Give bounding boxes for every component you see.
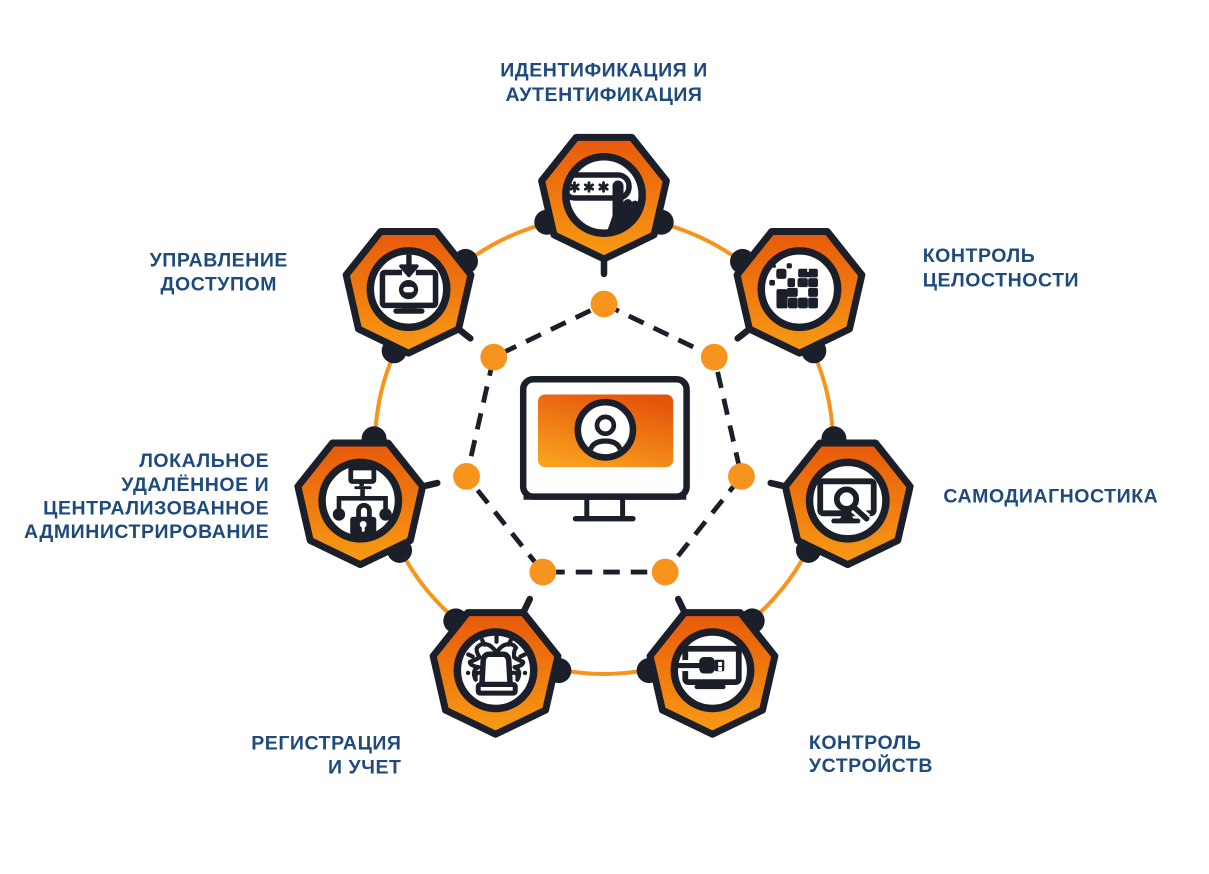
svg-text:УСТРОЙСТВ: УСТРОЙСТВ xyxy=(809,753,933,777)
svg-text:АДМИНИСТРИРОВАНИЕ: АДМИНИСТРИРОВАНИЕ xyxy=(24,521,269,543)
svg-text:ЦЕЛОСТНОСТИ: ЦЕЛОСТНОСТИ xyxy=(923,269,1079,291)
svg-text:САМОДИАГНОСТИКА: САМОДИАГНОСТИКА xyxy=(943,485,1158,507)
svg-text:УДАЛЁННОЕ И: УДАЛЁННОЕ И xyxy=(121,473,269,496)
svg-text:ДОСТУПОМ: ДОСТУПОМ xyxy=(161,273,278,295)
svg-text:УПРАВЛЕНИЕ: УПРАВЛЕНИЕ xyxy=(150,250,288,272)
svg-text:ИДЕНТИФИКАЦИЯ И: ИДЕНТИФИКАЦИЯ И xyxy=(500,60,708,82)
svg-text:КОНТРОЛЬ: КОНТРОЛЬ xyxy=(923,245,1036,267)
svg-text:КОНТРОЛЬ: КОНТРОЛЬ xyxy=(809,732,922,754)
svg-text:И УЧЕТ: И УЧЕТ xyxy=(328,756,401,778)
svg-text:ЦЕНТРАЛИЗОВАННОЕ: ЦЕНТРАЛИЗОВАННОЕ xyxy=(43,497,269,519)
svg-text:РЕГИСТРАЦИЯ: РЕГИСТРАЦИЯ xyxy=(251,733,401,755)
svg-text:АУТЕНТИФИКАЦИЯ: АУТЕНТИФИКАЦИЯ xyxy=(505,84,702,106)
svg-text:ЛОКАЛЬНОЕ: ЛОКАЛЬНОЕ xyxy=(139,450,269,472)
